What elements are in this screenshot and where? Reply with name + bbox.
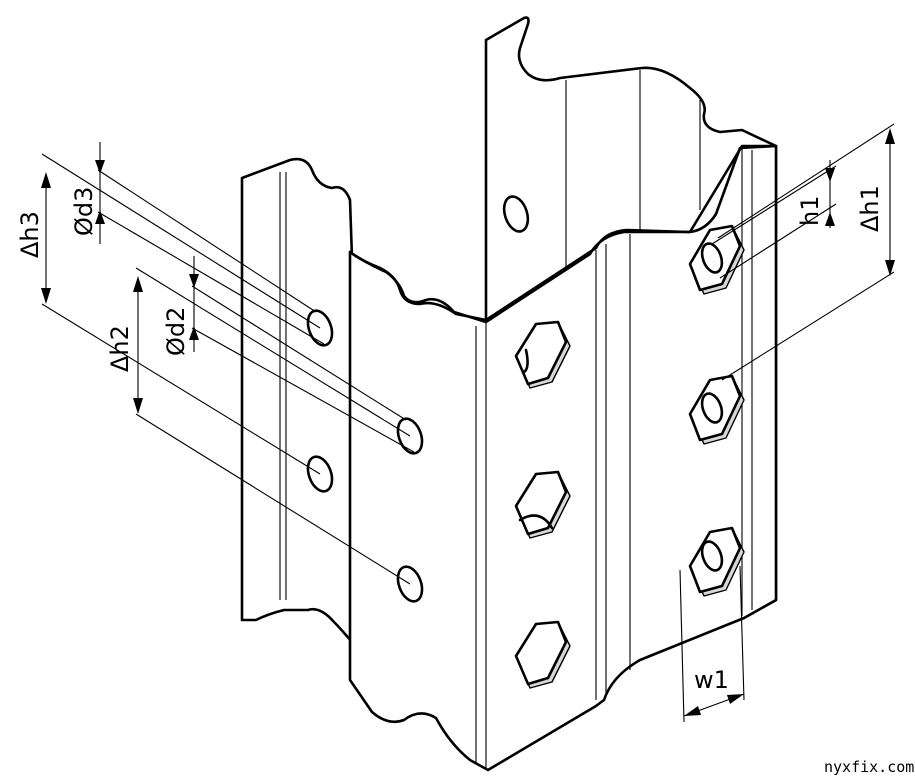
flange-hole-bottom [306, 455, 334, 493]
hex-slot [514, 620, 571, 689]
label-delta-h2: Δh2 [106, 325, 134, 372]
hex-slot [688, 224, 745, 295]
web-hole-bottom [396, 565, 424, 603]
hex-slot [688, 526, 745, 597]
rear-hole [502, 195, 530, 233]
hex-slots-left [514, 320, 571, 689]
profile-edge [348, 144, 778, 324]
hex-slot [514, 320, 571, 389]
hex-slot [514, 470, 571, 539]
label-od3: Ød3 [70, 187, 98, 236]
label-delta-h3: Δh3 [16, 211, 44, 258]
dimensions-right [679, 123, 895, 723]
label-od2: Ød2 [162, 307, 190, 356]
hex-slots-right [688, 224, 745, 597]
left-flange [240, 157, 374, 682]
hex-slot [688, 374, 745, 445]
label-w1: w1 [694, 666, 729, 694]
dimensions-left [41, 142, 415, 585]
label-delta-h1: Δh1 [856, 185, 884, 232]
label-h1: h1 [796, 196, 824, 226]
watermark: nyxfix.com [824, 758, 914, 776]
